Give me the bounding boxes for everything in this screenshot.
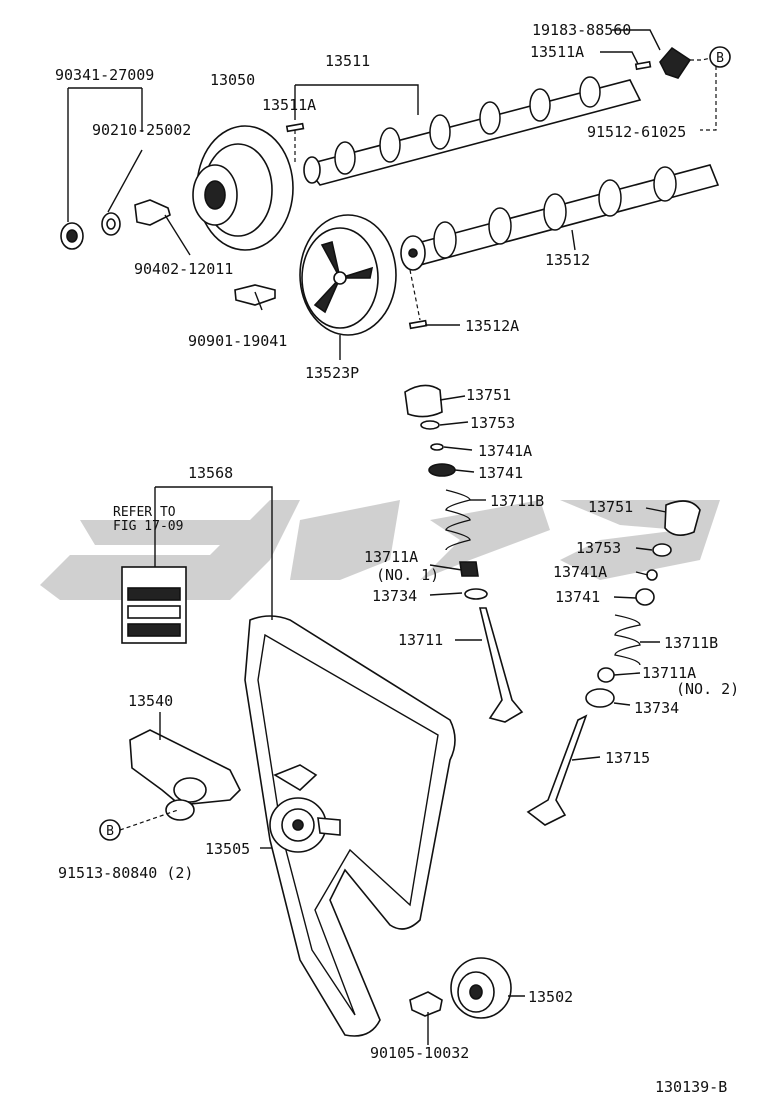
label-13734: 13734 bbox=[372, 587, 417, 605]
label-13505: 13505 bbox=[205, 840, 250, 858]
label-no1: (NO. 1) bbox=[376, 566, 439, 584]
bolt-icon bbox=[134, 199, 171, 226]
label-13711A: 13711A bbox=[642, 664, 696, 682]
part-labels: 19183-88560 13511A 91512-61025 13511 135… bbox=[55, 21, 739, 1096]
label-13511: 13511 bbox=[325, 52, 370, 70]
label-90341-27009: 90341-27009 bbox=[55, 66, 154, 84]
label-13050: 13050 bbox=[210, 71, 255, 89]
timing-belt bbox=[244, 615, 456, 1037]
diagram-id: 130139-B bbox=[655, 1078, 727, 1096]
label-13568: 13568 bbox=[188, 464, 233, 482]
label-13741A: 13741A bbox=[553, 563, 607, 581]
label-90210-25002: 90210-25002 bbox=[92, 121, 191, 139]
label-13511A: 13511A bbox=[262, 96, 316, 114]
label-13711B: 13711B bbox=[664, 634, 718, 652]
leader-lines bbox=[67, 29, 717, 1045]
label-90105-10032: 90105-10032 bbox=[370, 1044, 469, 1062]
label-13715: 13715 bbox=[605, 749, 650, 767]
bolt-icon bbox=[409, 991, 443, 1017]
label-13540: 13540 bbox=[128, 692, 173, 710]
label-90901-19041: 90901-19041 bbox=[188, 332, 287, 350]
ref-circle-icon bbox=[99, 819, 121, 841]
label-13741A: 13741A bbox=[478, 442, 532, 460]
label-13753: 13753 bbox=[470, 414, 515, 432]
reference-note-line2: FIG 17-09 bbox=[113, 519, 183, 534]
idler-13502 bbox=[450, 957, 512, 1019]
label-13751: 13751 bbox=[466, 386, 511, 404]
label-13751: 13751 bbox=[588, 498, 633, 516]
plug-icon bbox=[659, 46, 692, 79]
label-13711: 13711 bbox=[398, 631, 443, 649]
label-90402-12011: 90402-12011 bbox=[134, 260, 233, 278]
ref-circle-label: B bbox=[106, 824, 114, 839]
label-13741: 13741 bbox=[478, 464, 523, 482]
label-19183-88560: 19183-88560 bbox=[532, 21, 631, 39]
watermark bbox=[40, 500, 720, 600]
cam-sprocket-13050 bbox=[192, 125, 294, 251]
reference-card-icon bbox=[121, 566, 187, 644]
pin-icon bbox=[408, 319, 428, 330]
valve-train-2 bbox=[526, 500, 701, 826]
reference-note-line1: REFER TO bbox=[113, 505, 176, 520]
label-13511A: 13511A bbox=[530, 43, 584, 61]
camshaft-1 bbox=[303, 76, 642, 186]
label-13512A: 13512A bbox=[465, 317, 519, 335]
label-13734: 13734 bbox=[634, 699, 679, 717]
pin-icon bbox=[634, 60, 652, 71]
label-13512: 13512 bbox=[545, 251, 590, 269]
label-13711A: 13711A bbox=[364, 548, 418, 566]
label-13711B: 13711B bbox=[490, 492, 544, 510]
pin-icon bbox=[285, 122, 305, 133]
label-13502: 13502 bbox=[528, 988, 573, 1006]
tensioner-13540 bbox=[129, 729, 241, 821]
timing-pulley-13523P bbox=[299, 214, 397, 336]
idler-13505 bbox=[269, 764, 341, 853]
ref-circle-label: B bbox=[716, 51, 724, 66]
ref-circle-icon bbox=[709, 46, 731, 68]
label-13741: 13741 bbox=[555, 588, 600, 606]
label-91512-61025: 91512-61025 bbox=[587, 123, 686, 141]
label-no2: (NO. 2) bbox=[676, 680, 739, 698]
label-13753: 13753 bbox=[576, 539, 621, 557]
label-13523P: 13523P bbox=[305, 364, 359, 382]
bolt-icon bbox=[234, 284, 276, 306]
camshaft-2 bbox=[400, 164, 720, 271]
label-91513-80840: 91513-80840 (2) bbox=[58, 864, 193, 882]
valve-train-1 bbox=[404, 384, 524, 723]
